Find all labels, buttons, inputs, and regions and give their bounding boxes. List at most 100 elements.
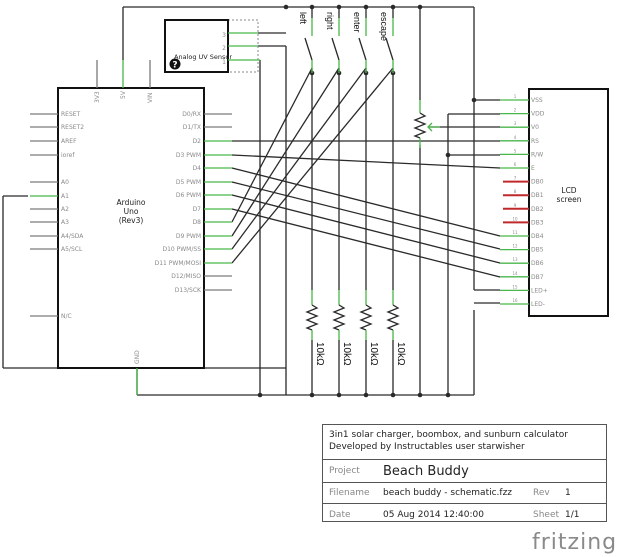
junction — [257, 392, 263, 398]
pin-number: 16 — [512, 298, 518, 303]
pin-label: DB7 — [531, 274, 544, 281]
pin-label: A2 — [61, 206, 69, 213]
date-row: Date 05 Aug 2014 12:40:00 Sheet 1/1 — [323, 503, 606, 525]
pin-label: DB5 — [531, 247, 544, 254]
lcd-name: screen — [557, 195, 582, 204]
pin-label: ioref — [61, 152, 75, 159]
switch-left[interactable]: left — [298, 12, 313, 73]
arduino-body[interactable] — [57, 87, 205, 369]
junction — [309, 392, 315, 398]
pin-label: DB4 — [531, 233, 544, 240]
junctions — [257, 4, 477, 398]
junction — [309, 4, 315, 10]
arduino-left-pins: RESETRESET2AREFiorefA0A1A2A3A4/SDAA5/SCL… — [30, 111, 84, 320]
pin-label: D6 PWM — [176, 192, 201, 199]
potentiometer[interactable] — [413, 100, 440, 148]
resistor-value: 10kΩ — [368, 342, 379, 366]
resistor[interactable]: 10kΩ — [305, 290, 325, 366]
switch-lever — [385, 37, 394, 61]
wire-d7-db7 — [231, 208, 501, 278]
junction — [417, 392, 423, 398]
resistor[interactable]: 10kΩ — [359, 290, 379, 366]
pin-label: N/C — [61, 313, 72, 320]
pin-label: D4 — [193, 165, 202, 172]
pin-number: 2 — [514, 108, 517, 113]
resistor-zigzag — [386, 304, 400, 331]
resistor[interactable]: 10kΩ — [386, 290, 406, 366]
filename-row: Filename beach buddy - schematic.fzz Rev… — [323, 482, 606, 503]
junction — [417, 4, 423, 10]
project-label: Project — [329, 466, 360, 476]
pin-label: D10 PWM/SS — [162, 246, 201, 253]
pin-number: 15 — [512, 284, 518, 289]
pin-label: D7 — [193, 206, 202, 213]
pin-label: DB2 — [531, 206, 544, 213]
junction — [445, 152, 451, 158]
pin-label: AREF — [61, 138, 77, 145]
pin-label: D11 PWM/MOSI — [155, 260, 202, 267]
switch-label: escape — [379, 12, 389, 41]
switch-enter[interactable]: enter — [352, 12, 367, 73]
pin-number: 6 — [514, 162, 517, 167]
pot-zigzag — [413, 112, 427, 139]
switch-right[interactable]: right — [325, 12, 340, 73]
switch-label: right — [325, 12, 335, 30]
wire-d10-enter — [231, 67, 367, 250]
sheet-label: Sheet — [533, 510, 560, 520]
junction — [471, 97, 477, 103]
title-block: 3in1 solar charger, boombox, and sunburn… — [322, 424, 607, 522]
pin-label: D2 — [193, 138, 202, 145]
junction — [390, 4, 396, 10]
pin-label: D13/SCK — [175, 287, 202, 294]
switch-escape[interactable]: escape — [379, 12, 394, 73]
pin-label: LED+ — [531, 287, 548, 294]
resistor-zigzag — [359, 304, 373, 331]
switch-lever — [331, 37, 340, 61]
push-buttons: left right enter escape — [298, 12, 394, 73]
pin-number: 1 — [514, 94, 517, 99]
switch-lever — [358, 37, 367, 61]
lcd-name: LCD — [561, 186, 576, 195]
pin-label: DB0 — [531, 179, 544, 186]
pin-label: R/W — [531, 151, 543, 158]
pin-label: RS — [531, 138, 539, 145]
fritzing-logo: fritzing — [532, 530, 618, 555]
junction — [445, 392, 451, 398]
pin-label: A5/SCL — [61, 246, 83, 253]
filename-value: beach buddy - schematic.fzz — [383, 488, 513, 498]
pin-label: LED- — [531, 301, 545, 308]
wire-d5-db5 — [231, 181, 501, 250]
pin-number: 9 — [514, 203, 517, 208]
pin-label: A0 — [61, 179, 69, 186]
resistor-zigzag — [332, 304, 346, 331]
junction — [390, 392, 396, 398]
pin-label: A1 — [61, 193, 69, 200]
title-description: 3in1 solar charger, boombox, and sunburn… — [323, 425, 606, 459]
lcd-body[interactable] — [528, 88, 609, 317]
lcd-pins: 1VSS2VDD3V04RS5R/W6E7DB08DB19DB210DB311D… — [500, 94, 548, 308]
wire-d4-db4 — [231, 167, 501, 237]
rev-value: 1 — [565, 488, 571, 498]
arduino-name: Arduino — [116, 198, 145, 207]
uv-sensor[interactable]: 3 2 1 Analog UV Sensor ? — [164, 19, 260, 73]
lcd-screen[interactable]: 1VSS2VDD3V04RS5R/W6E7DB08DB19DB210DB311D… — [500, 88, 609, 317]
switch-lever — [304, 37, 313, 61]
pin-label: DB1 — [531, 192, 544, 199]
arduino-name: (Rev3) — [119, 216, 144, 225]
arduino-name: Uno — [124, 207, 139, 216]
wire-d9-right — [231, 67, 340, 237]
pin-label: V0 — [531, 124, 539, 131]
sheet-value: 1/1 — [565, 510, 580, 520]
resistor[interactable]: 10kΩ — [332, 290, 352, 366]
junction — [336, 4, 342, 10]
pot-arrow-icon — [427, 122, 433, 132]
junction — [363, 392, 369, 398]
pin-label: DB3 — [531, 219, 544, 226]
arduino-uno[interactable]: 3V3 5V VIN RESETRESET2AREFiorefA0A1A2A3A… — [30, 60, 232, 395]
pin-label: D8 — [193, 219, 202, 226]
pin-number: 8 — [514, 189, 517, 194]
pin-label: D9 PWM — [176, 233, 201, 240]
date-label: Date — [329, 509, 351, 520]
